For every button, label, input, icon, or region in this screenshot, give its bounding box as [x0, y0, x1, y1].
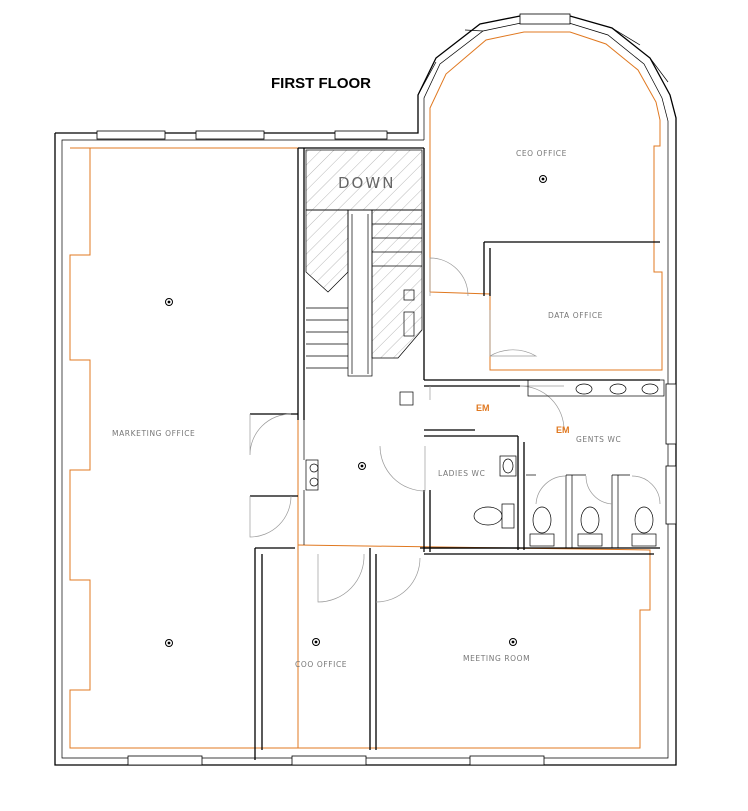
- room-label-data-office: DATA OFFICE: [548, 311, 603, 320]
- light-icon: [165, 639, 173, 647]
- light-icon: [509, 638, 517, 646]
- room-label-ceo-office: CEO OFFICE: [516, 149, 567, 158]
- toilet-icon: [577, 506, 603, 547]
- light-icon: [358, 462, 366, 470]
- room-outlines: [69, 31, 663, 749]
- doors: [249, 257, 661, 603]
- light-icon: [312, 638, 320, 646]
- windows: [96, 13, 677, 766]
- basin-icon: [499, 455, 517, 477]
- basin-icon: [305, 459, 319, 491]
- room-label-coo-office: COO OFFICE: [295, 660, 347, 669]
- toilet-icon: [473, 503, 515, 529]
- light-icon: [165, 298, 173, 306]
- emergency-light-label: EM: [556, 425, 570, 435]
- room-label-marketing-office: MARKETING OFFICE: [112, 429, 195, 438]
- plan-title: FIRST FLOOR: [271, 75, 371, 92]
- light-points: [165, 175, 547, 647]
- interior-walls: [250, 147, 660, 760]
- room-label-gents-wc: GENTS WC: [576, 435, 621, 444]
- emergency-light-label: EM: [476, 403, 490, 413]
- basin-icon: [609, 383, 627, 395]
- staircase: DOWN: [305, 149, 423, 406]
- toilet-icon: [631, 506, 657, 547]
- room-label-ladies-wc: LADIES WC: [438, 469, 485, 478]
- toilet-icon: [529, 506, 555, 547]
- basin-icon: [641, 383, 659, 395]
- fixtures: [305, 379, 665, 547]
- light-icon: [539, 175, 547, 183]
- stair-down-label: DOWN: [338, 174, 395, 192]
- basin-icon: [575, 383, 593, 395]
- room-label-meeting-room: MEETING ROOM: [463, 654, 530, 663]
- outer-walls: [54, 15, 677, 766]
